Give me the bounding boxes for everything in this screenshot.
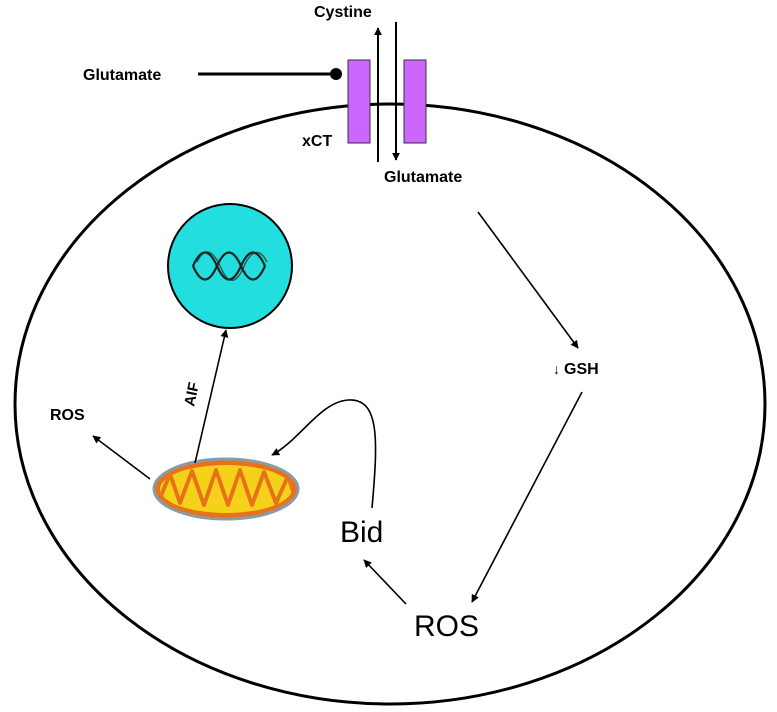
mitochondrion-to-nucleus-arrow xyxy=(194,329,229,464)
xct-transporter-right xyxy=(403,59,427,144)
ros-left-label: ROS xyxy=(50,407,85,424)
ros-center-label: ROS xyxy=(414,610,479,643)
dna-helix-icon xyxy=(191,251,268,281)
inhibition-ball-end xyxy=(330,68,342,80)
glutamate-outside-label: Glutamate xyxy=(83,67,161,84)
bid-label: Bid xyxy=(340,516,383,549)
gsh-decrease-arrow-label: ↓ xyxy=(553,361,560,377)
cystine-label: Cystine xyxy=(314,4,372,21)
mitochondrion-to-ros-arrow xyxy=(92,435,151,480)
gsh-to-ros-arrow xyxy=(471,391,583,603)
ros-to-bid-arrow xyxy=(363,559,407,605)
mitochondrion xyxy=(152,457,300,521)
bid-to-mitochondrion-arrow xyxy=(271,399,377,509)
xct-label: xCT xyxy=(302,133,332,150)
glutamate-to-gsh-arrow xyxy=(477,211,579,349)
cell-membrane xyxy=(13,102,767,706)
nucleus xyxy=(167,203,293,329)
glutamate-inside-label: Glutamate xyxy=(384,169,462,186)
aif-label: AIF xyxy=(181,381,203,408)
gsh-label: GSH xyxy=(564,361,599,378)
xct-transporter-left xyxy=(347,59,371,144)
